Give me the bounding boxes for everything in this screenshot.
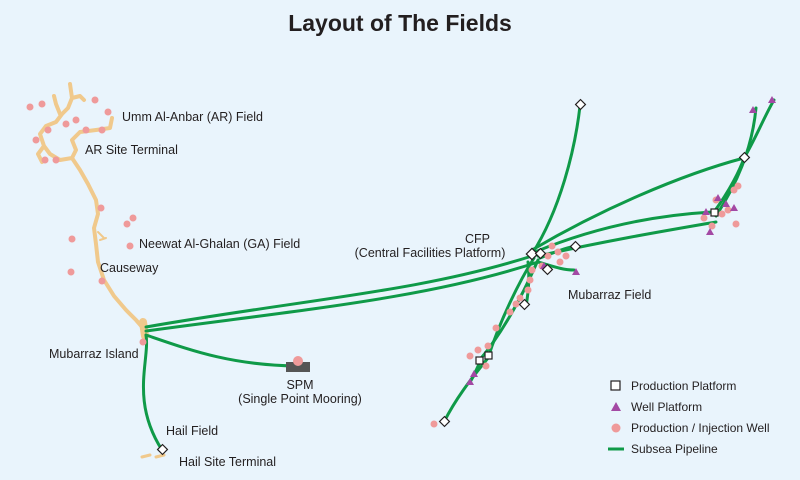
legend-label: Well Platform (631, 399, 703, 414)
production-injection-well-icon (607, 421, 625, 435)
pipeline-cfp-east-3 (536, 220, 718, 258)
legend-label: Subsea Pipeline (631, 441, 718, 456)
pipeline-ne-spine-2 (714, 106, 758, 218)
legend-label: Production Platform (631, 378, 737, 393)
map-title: Layout of The Fields (288, 10, 512, 36)
mubarraz-island (139, 318, 149, 340)
label-spm: SPM (Single Point Mooring) (225, 378, 375, 406)
pipeline-cfp-east-2 (533, 210, 714, 254)
map-legend: Production Platform Well Platform Produc… (607, 375, 770, 459)
label-ga-field: Neewat Al-Ghalan (GA) Field (139, 237, 301, 251)
label-ar-field: Umm Al-Anbar (AR) Field (122, 110, 263, 124)
causeway (70, 156, 145, 330)
label-spm-abbr: SPM (286, 378, 314, 392)
legend-item-well-platform: Well Platform (607, 396, 770, 417)
subsea-pipeline-icon (607, 442, 625, 456)
ar-site-land (36, 82, 114, 164)
label-mubarraz-field: Mubarraz Field (568, 288, 652, 302)
well-platforms (466, 96, 776, 385)
legend-item-subsea-pipeline: Subsea Pipeline (607, 438, 770, 459)
legend-item-production-injection-well: Production / Injection Well (607, 417, 770, 438)
pipeline-south-1 (442, 356, 490, 424)
production-platforms (156, 98, 751, 456)
production-injection-wells (26, 96, 742, 428)
pipeline-island-hail (142, 333, 164, 452)
pipeline-island-cfp-2 (144, 260, 540, 333)
pipeline-cfp-east-1 (530, 156, 746, 252)
label-causeway: Causeway (100, 261, 159, 275)
legend-label: Production / Injection Well (631, 420, 770, 435)
label-mubarraz-island: Mubarraz Island (49, 347, 139, 361)
spm-mooring (286, 356, 310, 372)
label-cfp: CFP (Central Facilities Platform) (342, 232, 518, 260)
label-hail-field: Hail Field (166, 424, 219, 438)
well-platform-icon (607, 400, 625, 414)
label-hail-site-terminal: Hail Site Terminal (179, 455, 277, 469)
label-cfp-abbr: CFP (465, 232, 490, 246)
label-spm-full: (Single Point Mooring) (238, 392, 362, 406)
hail-land (140, 453, 166, 459)
pipeline-island-spm (144, 333, 298, 368)
label-cfp-full: (Central Facilities Platform) (354, 246, 506, 260)
production-platform-icon (607, 379, 625, 393)
pipeline-island-cfp-1 (144, 254, 534, 329)
land-features (36, 82, 166, 459)
label-ar-site-terminal: AR Site Terminal (85, 143, 178, 157)
ga-islet (97, 231, 107, 241)
legend-item-production-platform: Production Platform (607, 375, 770, 396)
pipeline-cfp-north (530, 104, 582, 256)
pipeline-cfp-mubarraz-1 (486, 256, 536, 360)
